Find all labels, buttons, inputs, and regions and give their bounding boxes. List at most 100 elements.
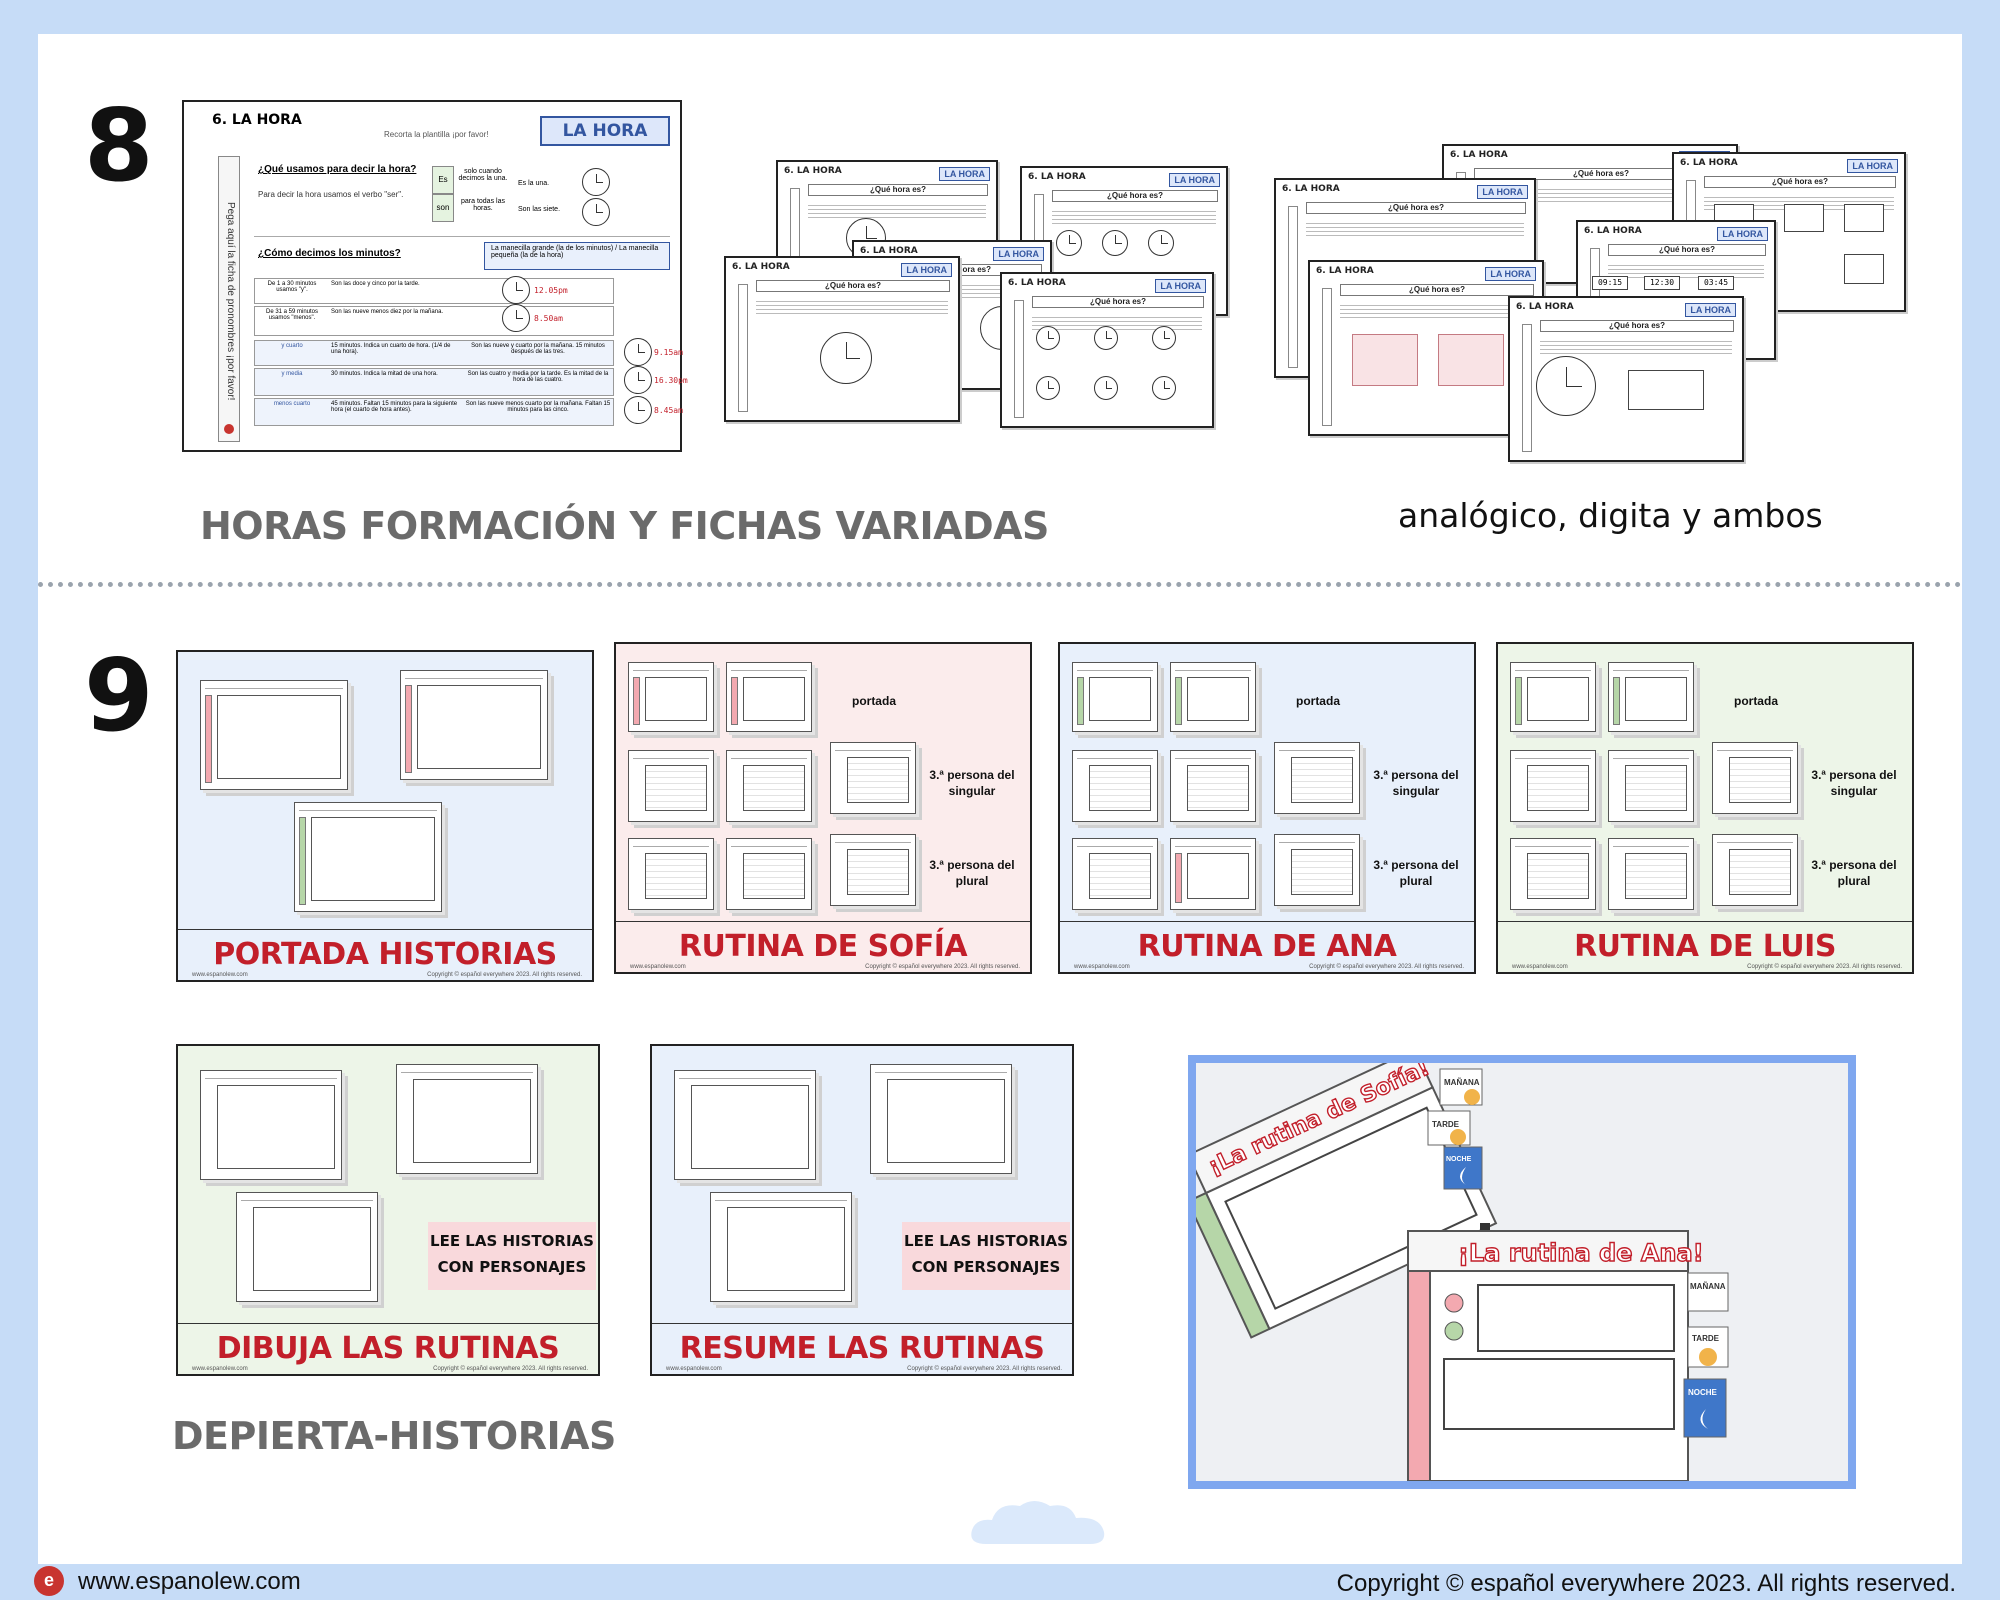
mini-header	[1515, 842, 1591, 847]
row-label: De 1 a 30 minutos usamos "y".	[267, 281, 317, 293]
mini-worksheet	[1608, 838, 1694, 910]
card-footer-url: www.espanolew.com	[666, 1366, 722, 1372]
mini-body	[1527, 677, 1589, 721]
thumb-instructions	[1474, 186, 1726, 202]
tab-manana-1: MAÑANA	[1444, 1078, 1480, 1087]
mini-header	[205, 684, 343, 689]
mini-body	[311, 817, 435, 901]
mini-body	[847, 757, 909, 803]
card-footer-url: www.espanolew.com	[1074, 964, 1130, 970]
example-2: Son las siete.	[518, 206, 561, 213]
card-footer-copyright: Copyright © español everywhere 2023. All…	[1747, 964, 1902, 970]
section-divider	[38, 582, 1962, 587]
singular-label: 3.ª persona del singular	[929, 768, 1015, 798]
row-time: 12.05pm	[534, 286, 568, 295]
clock-icon	[624, 396, 652, 424]
mini-worksheet	[1712, 742, 1798, 814]
row-meaning: 45 minutos. Faltan 15 minutos para la si…	[331, 401, 458, 413]
thumb-instructions	[756, 298, 948, 314]
mini-body	[743, 853, 805, 899]
card-footer-copyright: Copyright © español everywhere 2023. All…	[433, 1366, 588, 1372]
thumb-tag: LA HORA	[1155, 279, 1206, 293]
mini-worksheet	[400, 670, 548, 780]
mini-body	[1625, 677, 1687, 721]
thumb-instructions	[1340, 302, 1532, 318]
clock-icon	[582, 198, 610, 226]
thumb-instructions	[1052, 208, 1216, 224]
foldables-illustration: ¡La rutina de Sofía! MAÑANA TARDE NOCHE …	[1196, 1063, 1848, 1481]
mini-body	[1527, 765, 1589, 811]
la-hora-main-sheet: 6. LA HORA Recorta la plantilla ¡por fav…	[182, 100, 688, 452]
mini-strip	[633, 677, 640, 725]
mini-header	[1077, 754, 1153, 759]
row-example: Son las nueve menos cuarto por la mañana…	[465, 401, 611, 413]
mini-header	[633, 842, 709, 847]
es-cell: Es	[432, 166, 454, 194]
mini-body	[691, 1085, 809, 1169]
thumb-question: ¿Qué hora es?	[1306, 202, 1526, 214]
tab-tarde-2: TARDE	[1692, 1334, 1720, 1343]
row-time: 9.15am	[654, 348, 683, 357]
son-text: para todas las horas.	[461, 198, 505, 212]
thumb-tag: LA HORA	[1485, 267, 1536, 281]
section-8-title: HORAS FORMACIÓN Y FICHAS VARIADAS	[200, 504, 1049, 548]
row-example: Son las nueve y cuarto por la mañana. 15…	[471, 343, 605, 355]
mini-body	[1187, 677, 1249, 721]
answer-box	[1438, 334, 1504, 386]
cloud-icon	[971, 1501, 1105, 1544]
mini-header	[1613, 666, 1689, 671]
row-label: y cuarto	[281, 343, 303, 349]
mini-worksheet	[1170, 662, 1256, 732]
side-strip	[218, 156, 240, 442]
singular-label: 3.ª persona del singular	[1373, 768, 1459, 798]
mini-worksheet	[200, 1070, 342, 1180]
thumb-header: 6. LA HORA	[1516, 302, 1574, 312]
thumb-strip	[1288, 206, 1298, 368]
mini-worksheet	[1608, 750, 1694, 822]
thumb-header: 6. LA HORA	[1680, 158, 1738, 168]
mini-header	[1717, 746, 1793, 751]
row-label: De 31 a 59 minutos usamos "menos".	[265, 309, 319, 321]
mini-header	[633, 666, 709, 671]
manecillas-note: La manecilla grande (la de los minutos) …	[484, 242, 670, 270]
answer-box	[1352, 334, 1418, 386]
plural-label: 3.ª persona del plural	[929, 858, 1015, 888]
mini-worksheet	[1072, 750, 1158, 822]
mini-body	[743, 677, 805, 721]
clock-icon	[1152, 376, 1176, 400]
mini-body	[417, 685, 541, 769]
thumb-tag: LA HORA	[1685, 303, 1736, 317]
question-2: ¿Cómo decimos los minutos?	[258, 248, 401, 259]
mini-body	[847, 849, 909, 895]
row-meaning: 15 minutos. Indica un cuarto de hora. (1…	[331, 343, 451, 355]
thumb-tag: LA HORA	[1169, 173, 1220, 187]
clock-icon	[1152, 326, 1176, 350]
thumb-question: ¿Qué hora es?	[1052, 190, 1218, 202]
tab-tarde-1: TARDE	[1432, 1120, 1460, 1129]
answer-box	[1844, 204, 1884, 232]
answer-box	[1784, 204, 1824, 232]
clock-icon	[1102, 230, 1128, 256]
card-footer-url: www.espanolew.com	[1512, 964, 1568, 970]
card-footer-copyright: Copyright © español everywhere 2023. All…	[907, 1366, 1062, 1372]
card-footer-url: www.espanolew.com	[192, 972, 248, 978]
foldables-photo: ¡La rutina de Sofía! MAÑANA TARDE NOCHE …	[1188, 1055, 1856, 1489]
mini-body	[1527, 853, 1589, 899]
thumb-strip	[1322, 288, 1332, 426]
mini-strip	[1515, 677, 1522, 725]
footer-url-link[interactable]: www.espanolew.com	[78, 1568, 301, 1595]
mini-strip	[299, 817, 306, 905]
card-footer-copyright: Copyright © español everywhere 2023. All…	[1309, 964, 1464, 970]
mini-header	[299, 806, 437, 811]
mini-strip	[205, 695, 212, 783]
portada-label: portada	[851, 694, 896, 708]
thumb-question: ¿Qué hora es?	[1032, 296, 1204, 308]
clock-icon	[820, 332, 872, 384]
mini-worksheet	[674, 1070, 816, 1180]
mini-worksheet	[870, 1064, 1012, 1174]
thumb-instructions	[1306, 220, 1524, 236]
mini-strip	[731, 677, 738, 725]
thumb-strip	[1014, 300, 1024, 418]
la-hora-tag: LA HORA	[540, 116, 670, 146]
